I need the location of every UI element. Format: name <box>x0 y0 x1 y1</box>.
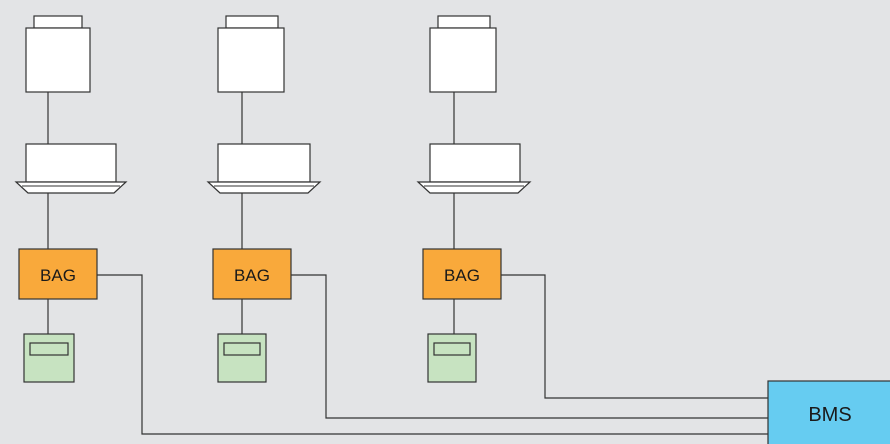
room-thermostat <box>23 333 75 383</box>
bms-connection-line <box>501 274 768 399</box>
hvac-unit-2: BAG <box>206 15 768 419</box>
outdoor-unit <box>217 15 285 93</box>
hvac-unit-1: BAG <box>14 15 768 435</box>
bms-label: BMS <box>808 404 851 426</box>
cassette-indoor-unit <box>416 143 532 194</box>
cassette-indoor-unit <box>206 143 322 194</box>
room-thermostat <box>217 333 267 383</box>
bag-label: BAG <box>40 266 76 285</box>
bms-connection-line <box>97 274 768 435</box>
bag-controller: BAG <box>422 248 502 300</box>
bms-box: BMS <box>767 380 890 444</box>
room-thermostat <box>427 333 477 383</box>
outdoor-unit <box>429 15 497 93</box>
bag-label: BAG <box>444 266 480 285</box>
outdoor-unit <box>25 15 91 93</box>
hvac-unit-3: BAG <box>416 15 768 399</box>
bms-connection-line <box>291 274 768 419</box>
bag-label: BAG <box>234 266 270 285</box>
cassette-indoor-unit <box>14 143 128 194</box>
bag-controller: BAG <box>18 248 98 300</box>
bag-controller: BAG <box>212 248 292 300</box>
